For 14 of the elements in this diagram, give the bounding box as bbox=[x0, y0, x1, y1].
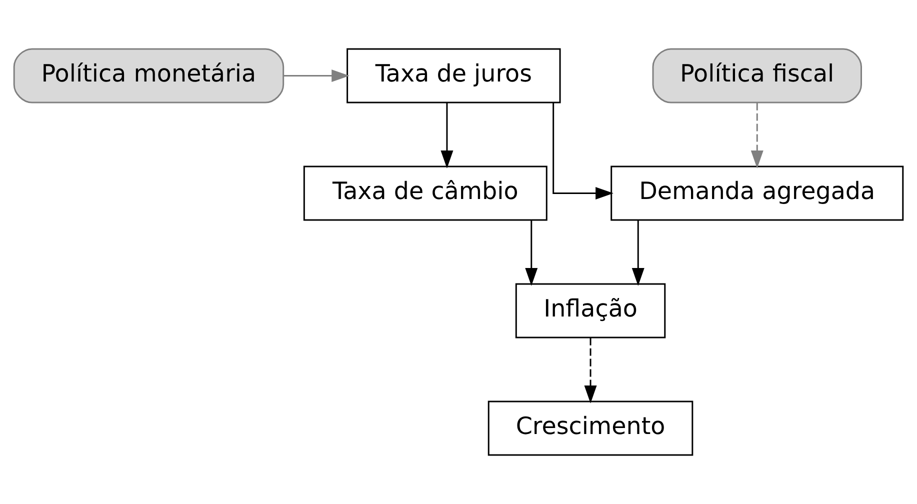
arrow bbox=[750, 102, 764, 168]
node-box: Política fiscal bbox=[652, 48, 862, 104]
node-box: Crescimento bbox=[488, 400, 694, 456]
arrow bbox=[552, 102, 614, 200]
arrow bbox=[584, 338, 597, 404]
node-box: Demanda agregada bbox=[610, 166, 904, 221]
arrow bbox=[283, 69, 350, 82]
arrow bbox=[632, 220, 644, 286]
arrow bbox=[525, 220, 538, 286]
node-box: Inflação bbox=[515, 283, 666, 338]
node-box: Taxa de câmbio bbox=[303, 166, 548, 221]
arrow bbox=[440, 102, 454, 168]
node-box: Taxa de juros bbox=[346, 48, 561, 104]
node-box: Política monetária bbox=[13, 48, 284, 104]
